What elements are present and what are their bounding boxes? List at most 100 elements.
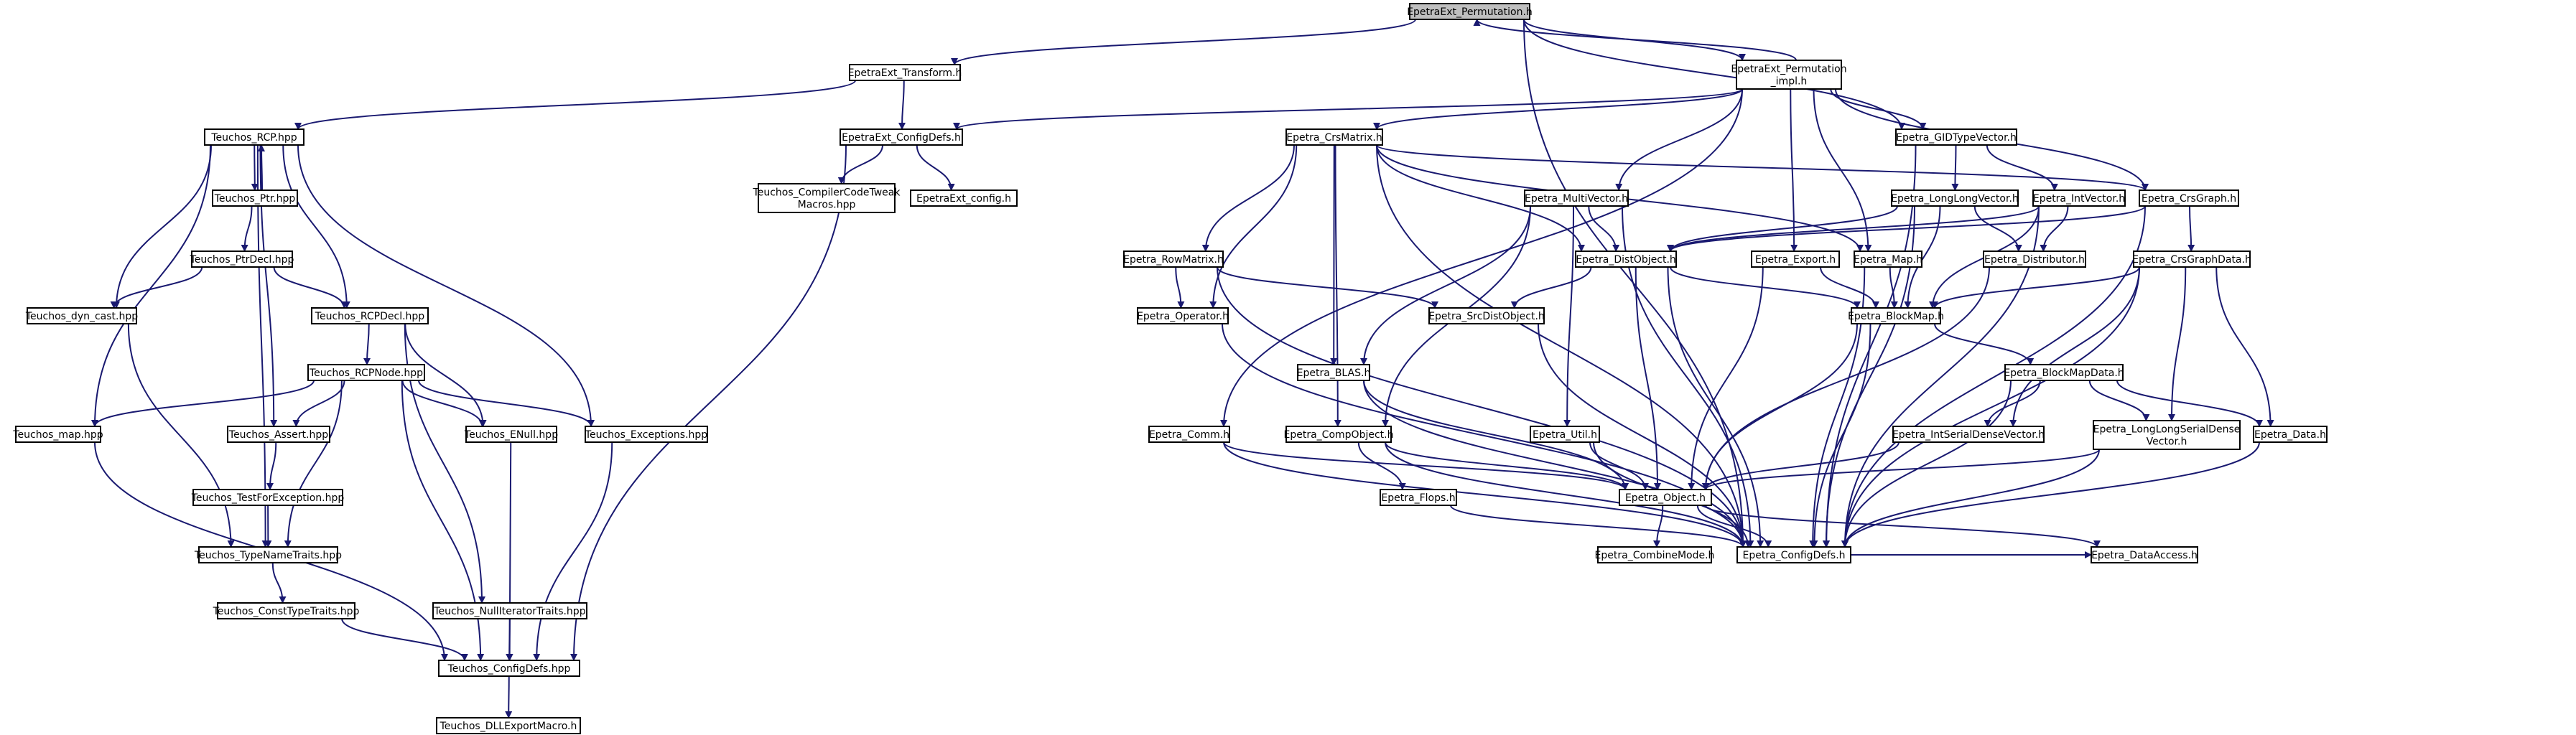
- node-blas[interactable]: Epetra_BLAS.h: [1297, 364, 1371, 381]
- node-distobj[interactable]: Epetra_DistObject.h: [1575, 251, 1677, 268]
- node-dataaccess[interactable]: Epetra_DataAccess.h: [2091, 546, 2198, 563]
- node-box: [585, 426, 708, 443]
- edge-rcpnode-to-tmap: [91, 380, 315, 427]
- node-export[interactable]: Epetra_Export.h: [1751, 251, 1840, 268]
- edge-arrow: [1357, 441, 1406, 490]
- node-flops[interactable]: Epetra_Flops.h: [1380, 489, 1457, 506]
- node-label: Macros.hpp: [798, 200, 856, 211]
- node-operator[interactable]: Epetra_Operator.h: [1137, 307, 1229, 324]
- edge-arrow: [837, 144, 883, 184]
- node-intvec[interactable]: Epetra_IntVector.h: [2032, 189, 2126, 207]
- edge-longlongvec-to-distributor: [1973, 205, 2022, 252]
- edge-arrow: [1841, 205, 2040, 548]
- node-epconfigdefs[interactable]: Epetra_ConfigDefs.h: [1736, 546, 1851, 563]
- node-comm[interactable]: Epetra_Comm.h: [1148, 426, 1230, 443]
- edge-longlongvec-to-distobj: [1667, 205, 1898, 252]
- node-box: [2032, 189, 2126, 207]
- edge-crsmatrix-to-crsgraph: [1376, 144, 2149, 191]
- node-data[interactable]: Epetra_Data.h: [2253, 426, 2328, 443]
- node-map[interactable]: Epetra_Map.h: [1854, 251, 1922, 268]
- node-util[interactable]: Epetra_Util.h: [1530, 426, 1600, 443]
- node-rcp[interactable]: Teuchos_RCP.hpp: [204, 128, 304, 146]
- node-permimpl[interactable]: EpetraExt_Permutation_impl.h: [1731, 60, 1847, 90]
- node-label: EpetraExt_ConfigDefs.h: [842, 132, 961, 144]
- edge-arrow: [951, 19, 1416, 65]
- edge-blockmapdata-to-intserial: [1984, 380, 2041, 427]
- node-tmap[interactable]: Teuchos_map.hpp: [12, 426, 103, 443]
- edge-intserial-to-object: [1702, 441, 1900, 490]
- node-rowmatrix[interactable]: Epetra_RowMatrix.h: [1123, 251, 1224, 268]
- edge-gidtype-to-longlongvec: [1951, 144, 1959, 191]
- node-dyncast[interactable]: Teuchos_dyn_cast.hpp: [25, 307, 138, 324]
- node-dllexport[interactable]: Teuchos_DLLExportMacro.h: [436, 717, 581, 734]
- edge-crsgraph-to-distobj: [1667, 205, 2146, 252]
- node-rcpdecl[interactable]: Teuchos_RCPDecl.hpp: [311, 307, 429, 324]
- node-object[interactable]: Epetra_Object.h: [1619, 489, 1712, 506]
- node-exceptions[interactable]: Teuchos_Exceptions.hpp: [585, 426, 708, 443]
- node-box: [2139, 189, 2239, 207]
- edge-arrow: [241, 205, 253, 252]
- edge-comm-to-epconfigdefs: [1223, 441, 1747, 548]
- node-longlongvec[interactable]: Epetra_LongLongVector.h: [1891, 189, 2019, 207]
- node-label: Teuchos_map.hpp: [12, 429, 103, 441]
- node-box: [2133, 251, 2251, 268]
- edge-distobj-to-srcdist: [1510, 266, 1592, 309]
- node-crsgraph[interactable]: Epetra_CrsGraph.h: [2139, 189, 2239, 207]
- edge-crsgraphdata-to-llserial: [2168, 266, 2187, 421]
- node-crsmatrix[interactable]: Epetra_CrsMatrix.h: [1285, 128, 1383, 146]
- edge-util-to-object: [1589, 441, 1649, 490]
- node-multivec[interactable]: Epetra_MultiVector.h: [1524, 189, 1629, 207]
- edge-blockmap-to-object: [1702, 323, 1858, 490]
- node-label: Epetra_Comm.h: [1149, 429, 1229, 441]
- node-label: Epetra_BlockMapData.h: [2004, 368, 2124, 379]
- node-box: [910, 189, 1018, 207]
- node-enull[interactable]: Teuchos_ENull.hpp: [464, 426, 558, 443]
- node-ptrdecl[interactable]: Teuchos_PtrDecl.hpp: [190, 251, 294, 268]
- node-distributor[interactable]: Epetra_Distributor.h: [1983, 251, 2086, 268]
- node-nulliter[interactable]: Teuchos_NullIteratorTraits.hpp: [432, 602, 587, 619]
- node-label: Epetra_Util.h: [1533, 429, 1597, 441]
- node-label: Teuchos_RCPNode.hpp: [309, 368, 423, 379]
- node-label: Epetra_BlockMap.h: [1848, 311, 1944, 322]
- node-srcdist[interactable]: Epetra_SrcDistObject.h: [1428, 307, 1545, 324]
- node-typename[interactable]: Teuchos_TypeNameTraits.hpp: [194, 546, 342, 563]
- edge-operator-to-epconfigdefs: [1222, 323, 1747, 548]
- node-rcpnode[interactable]: Teuchos_RCPNode.hpp: [307, 364, 425, 381]
- node-label: Epetra_ConfigDefs.h: [1742, 550, 1845, 561]
- edge-arrow: [1667, 266, 1764, 548]
- node-combinemode[interactable]: Epetra_CombineMode.h: [1595, 546, 1715, 563]
- node-ptr[interactable]: Teuchos_Ptr.hpp: [212, 189, 298, 207]
- node-blockmapdata[interactable]: Epetra_BlockMapData.h: [2004, 364, 2124, 381]
- edge-arrow: [1222, 323, 1747, 548]
- edge-rowmatrix-to-operator: [1175, 266, 1185, 309]
- node-gidtype[interactable]: Epetra_GIDTypeVector.h: [1895, 128, 2017, 146]
- node-box: [311, 307, 429, 324]
- node-confdefs[interactable]: EpetraExt_ConfigDefs.h: [840, 128, 963, 146]
- node-crsgraphdata[interactable]: Epetra_CrsGraphData.h: [2132, 251, 2251, 268]
- node-intserial[interactable]: Epetra_IntSerialDenseVector.h: [1892, 426, 2045, 443]
- node-assert[interactable]: Teuchos_Assert.hpp: [227, 426, 330, 443]
- edge-arrow: [297, 144, 595, 427]
- edge-arrow: [505, 675, 513, 718]
- edge-crsmatrix-to-epconfigdefs: [1376, 144, 1747, 548]
- node-transform[interactable]: EpetraExt_Transform.h: [848, 64, 962, 81]
- edge-dyncast-to-typename: [127, 323, 235, 548]
- edge-ptrdecl-to-dyncast: [110, 266, 203, 309]
- node-blockmap[interactable]: Epetra_BlockMap.h: [1848, 307, 1944, 324]
- edge-multivec-to-epconfigdefs: [1622, 205, 1754, 548]
- node-box: [1137, 307, 1229, 324]
- node-epextconfig[interactable]: EpetraExt_config.h: [910, 189, 1018, 207]
- edge-distobj-to-epconfigdefs: [1667, 266, 1764, 548]
- edge-gidtype-to-intvec: [1986, 144, 2058, 191]
- edge-arrow: [256, 144, 269, 548]
- edge-arrow: [258, 144, 266, 191]
- edge-arrow: [1973, 205, 2022, 252]
- node-perm[interactable]: EpetraExt_Permutation.h: [1407, 3, 1533, 20]
- node-testforexc[interactable]: Teuchos_TestForException.hpp: [191, 489, 345, 506]
- node-consttype[interactable]: Teuchos_ConstTypeTraits.hpp: [213, 602, 360, 619]
- node-compobj[interactable]: Epetra_CompObject.h: [1284, 426, 1394, 443]
- node-tconfigdefs[interactable]: Teuchos_ConfigDefs.hpp: [438, 660, 580, 677]
- edge-arrow: [266, 441, 277, 490]
